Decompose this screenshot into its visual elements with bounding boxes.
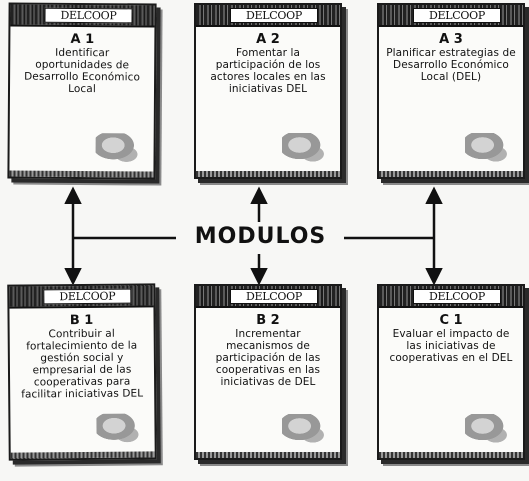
- module-book-a1: DELCOOP A 1 Identificar oportunidades de…: [7, 2, 157, 180]
- module-code: C 1: [439, 313, 463, 328]
- module-description: Identificar oportunidades de Desarrollo …: [24, 46, 141, 96]
- globe-illustration-icon: [96, 413, 141, 444]
- book-bottom-band: [196, 171, 340, 177]
- module-code: A 2: [256, 32, 280, 47]
- book-brand: DELCOOP: [230, 289, 318, 304]
- module-book-b2: DELCOOP B 2 Incrementar mecanismos de pa…: [194, 284, 342, 460]
- globe-illustration-icon: [95, 133, 140, 164]
- module-code: A 1: [70, 31, 95, 48]
- book-brand: DELCOOP: [413, 8, 501, 23]
- book-bottom-band: [196, 452, 340, 458]
- book-brand: DELCOOP: [44, 7, 133, 24]
- globe-illustration-icon: [282, 133, 326, 163]
- book-brand: DELCOOP: [230, 8, 318, 23]
- globe-illustration-icon: [465, 133, 509, 163]
- book-bottom-band: [379, 171, 523, 177]
- module-book-a3: DELCOOP A 3 Planificar estrategias de De…: [377, 3, 525, 179]
- book-bottom-band: [10, 451, 155, 459]
- globe-illustration-icon: [282, 414, 326, 444]
- book-bottom-band: [9, 170, 154, 178]
- book-brand: DELCOOP: [413, 289, 501, 304]
- module-book-b1: DELCOOP B 1 Contribuir al fortalecimient…: [7, 283, 157, 461]
- module-description: Planificar estrategias de Desarrollo Eco…: [386, 47, 516, 83]
- module-description: Evaluar el impacto de las iniciativas de…: [389, 328, 513, 364]
- module-code: A 3: [439, 32, 463, 47]
- book-bottom-band: [379, 452, 523, 458]
- book-brand: DELCOOP: [43, 288, 132, 305]
- module-description: Incrementar mecanismos de participación …: [215, 328, 321, 388]
- module-book-c1: DELCOOP C 1 Evaluar el impacto de las in…: [377, 284, 525, 460]
- globe-illustration-icon: [465, 414, 509, 444]
- module-code: B 1: [69, 312, 94, 329]
- module-description: Contribuir al fortalecimiento de la gest…: [21, 327, 144, 401]
- module-book-a2: DELCOOP A 2 Fomentar la participación de…: [194, 3, 342, 179]
- module-code: B 2: [256, 313, 280, 328]
- modulos-label: MODULOS: [194, 224, 327, 249]
- module-description: Fomentar la participación de los actores…: [210, 47, 326, 95]
